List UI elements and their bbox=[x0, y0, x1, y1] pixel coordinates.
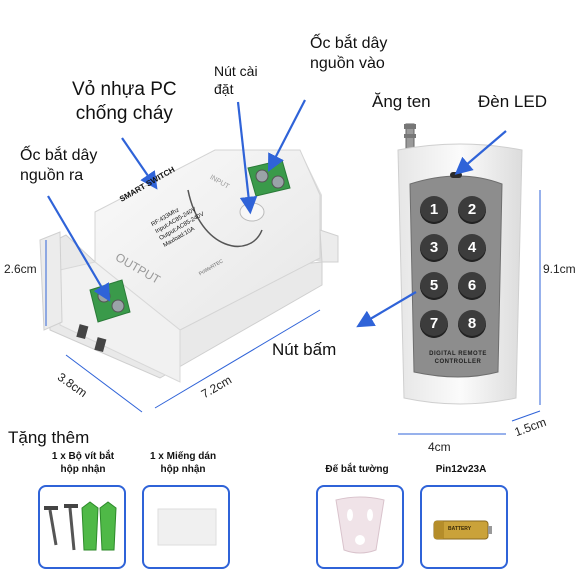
terminal-out-label: Ốc bắt dây nguồn ra bbox=[20, 147, 98, 184]
remote-key: 1 bbox=[420, 196, 448, 224]
bonus-item-card bbox=[38, 485, 126, 569]
callout-arrows bbox=[47, 99, 507, 328]
bonus-item-title: 1 x Miếng dán hộp nhận bbox=[149, 451, 217, 475]
bonus-item-title: 1 x Bộ vít bắt hộp nhận bbox=[51, 451, 115, 475]
adhesive-pad-illustration bbox=[157, 508, 217, 546]
remote-key: 3 bbox=[420, 234, 448, 262]
remote-caption: DIGITAL REMOTE CONTROLLER bbox=[429, 351, 487, 365]
remote-key: 7 bbox=[420, 310, 448, 338]
setup-button-label: Nút cài đặt bbox=[214, 63, 258, 97]
bonus-item-card bbox=[142, 485, 230, 569]
remote-key: 2 bbox=[458, 196, 486, 224]
receiver-height-dim: 2.6cm bbox=[4, 262, 37, 276]
bonus-item-title: Đế bắt tường bbox=[325, 464, 389, 475]
led-indicator bbox=[450, 172, 462, 178]
remote-width-dim: 4cm bbox=[428, 440, 451, 454]
push-button-label: Nút bấm bbox=[272, 340, 337, 359]
led-label: Đèn LED bbox=[478, 92, 547, 111]
screw-set-illustration bbox=[44, 501, 117, 551]
bonus-heading: Tặng thêm bbox=[8, 428, 90, 447]
battery-illustration bbox=[433, 520, 492, 540]
bonus-item-card bbox=[316, 485, 404, 569]
wall-mount-illustration bbox=[335, 496, 385, 554]
bonus-item-card bbox=[420, 485, 508, 569]
setup-button bbox=[239, 202, 265, 222]
remote-key: 5 bbox=[420, 272, 448, 300]
remote-key: 8 bbox=[458, 310, 486, 338]
remote-key: 6 bbox=[458, 272, 486, 300]
remote-key: 4 bbox=[458, 234, 486, 262]
antenna-label: Ăng ten bbox=[372, 92, 431, 111]
terminal-in-label: Ốc bắt dây nguồn vào bbox=[310, 35, 388, 72]
dimension-lines bbox=[45, 190, 541, 435]
casing-label: Vỏ nhựa PC chống cháy bbox=[72, 79, 177, 124]
bonus-item-title: Pin12v23A bbox=[435, 464, 487, 475]
remote-length-dim: 9.1cm bbox=[543, 262, 576, 276]
battery-label: BATTERY bbox=[448, 526, 472, 532]
